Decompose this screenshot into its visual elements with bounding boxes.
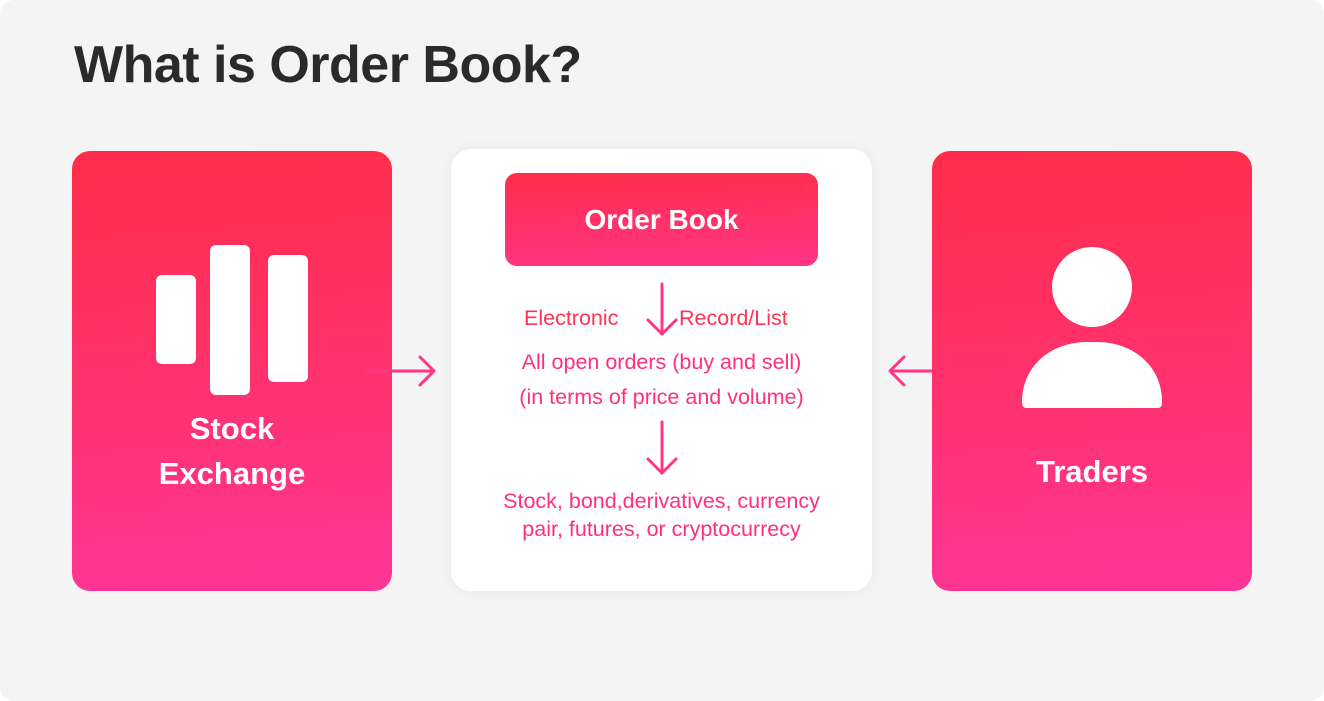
stock-exchange-label: Stock Exchange	[72, 406, 392, 496]
bar-chart-icon-bar-2	[210, 245, 250, 395]
order-book-header: Order Book	[505, 173, 818, 266]
bar-chart-icon-bar-1	[156, 275, 196, 364]
stock-exchange-label-line2: Exchange	[158, 456, 306, 491]
traders-card: Traders	[932, 151, 1252, 591]
asset-types-line2: pair, futures, or cryptocurrecy	[522, 517, 801, 541]
stock-exchange-card: Stock Exchange	[72, 151, 392, 591]
electronic-label: Electronic	[524, 306, 619, 330]
open-orders-description: All open orders (buy and sell)	[521, 350, 802, 374]
asset-types-line1: Stock, bond,derivatives, currency	[503, 489, 820, 513]
page-title: What is Order Book?	[74, 36, 582, 94]
bar-chart-icon-bar-3	[268, 255, 308, 382]
price-volume-description: (in terms of price and volume)	[519, 385, 804, 409]
stock-exchange-label-line1: Stock	[189, 411, 275, 446]
record-list-label: Record/List	[679, 306, 788, 330]
person-icon	[1022, 247, 1162, 408]
traders-label: Traders	[1035, 454, 1148, 489]
